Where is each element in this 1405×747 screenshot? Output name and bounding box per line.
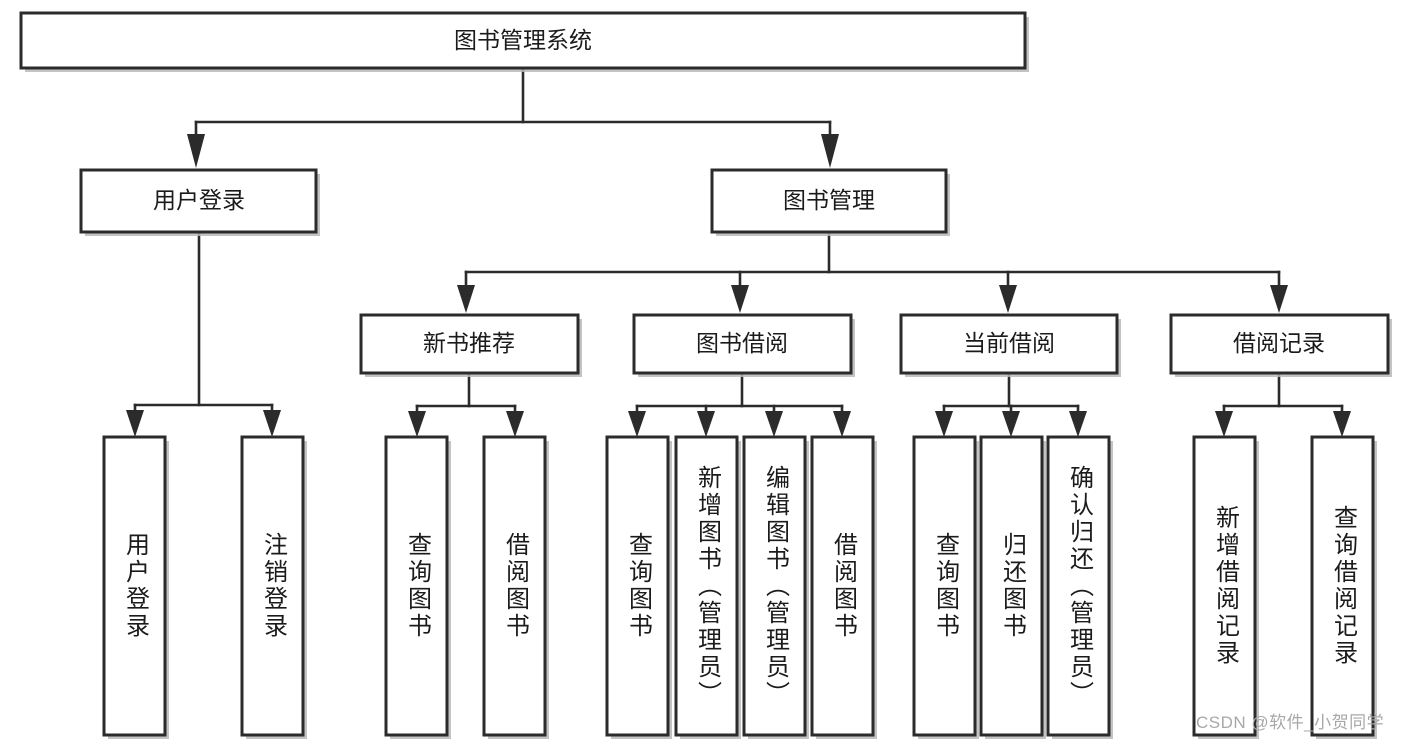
arrow-head-user-login <box>187 134 205 168</box>
arrow-head-book-borrow <box>731 285 749 313</box>
node-root-rect <box>19 11 1027 70</box>
arrow-head-leaf-query-book-cur <box>935 411 953 437</box>
arrow-head-leaf-add-record <box>1215 411 1233 437</box>
connector-group-new-book-rec <box>408 371 524 437</box>
connector-group-root <box>187 66 839 168</box>
leaf-user-login-rect[interactable] <box>102 435 167 737</box>
arrow-head-new-book-rec <box>457 285 475 313</box>
arrow-head-leaf-query-book-rec <box>408 411 426 437</box>
leaf-borrow-book-rect[interactable] <box>810 435 875 737</box>
leaf-confirm-return-rect[interactable] <box>1046 435 1111 737</box>
leaf-add-record-rect[interactable] <box>1192 435 1257 737</box>
node-user-login-rect <box>79 168 318 234</box>
arrow-head-leaf-return-book <box>1002 411 1020 437</box>
arrow-head-leaf-user-login <box>126 410 144 437</box>
node-borrow-record-rect <box>1169 313 1390 375</box>
arrow-head-leaf-confirm-return <box>1069 411 1087 437</box>
connector-group-borrow-record <box>1215 371 1351 437</box>
node-borrow-record[interactable]: 借阅记录 <box>1169 313 1392 377</box>
leaf-query-book-cur-rect[interactable] <box>912 435 977 737</box>
node-user-login-label: 用户登录 <box>153 187 245 213</box>
leaf-logout-rect[interactable] <box>240 435 305 737</box>
arrow-head-leaf-borrow-book-rec <box>506 411 524 437</box>
node-book-borrow-rect <box>632 313 853 375</box>
arrow-head-borrow-record <box>1270 285 1288 313</box>
leaf-add-book-rect[interactable] <box>674 435 739 737</box>
leaf-borrow-book-rec-rect[interactable] <box>482 435 547 737</box>
leaf-edit-book-rect[interactable] <box>742 435 807 737</box>
node-book-borrow[interactable]: 图书借阅 <box>632 313 855 377</box>
arrow-head-leaf-add-book <box>697 411 715 437</box>
leaf-query-book-rect[interactable] <box>605 435 670 737</box>
node-new-book-rec[interactable]: 新书推荐 <box>359 313 582 377</box>
leaf-node-rects <box>102 435 1377 739</box>
connector-group-book-borrow <box>628 371 851 437</box>
node-new-book-rec-label: 新书推荐 <box>423 330 515 356</box>
arrow-head-leaf-logout <box>263 410 281 437</box>
leaf-query-record-rect[interactable] <box>1310 435 1375 737</box>
arrow-head-leaf-query-book <box>628 411 646 437</box>
arrow-head-leaf-query-record <box>1333 411 1351 437</box>
node-current-borrow[interactable]: 当前借阅 <box>899 313 1121 377</box>
node-borrow-record-label: 借阅记录 <box>1233 330 1325 356</box>
connector-group-user-login <box>126 230 281 437</box>
node-book-borrow-label: 图书借阅 <box>696 330 788 356</box>
leaf-query-book-rec-rect[interactable] <box>384 435 449 737</box>
arrow-head-leaf-edit-book <box>765 411 783 437</box>
node-current-borrow-rect <box>899 313 1119 375</box>
connector-group-book-manage <box>457 230 1288 313</box>
node-book-manage-rect <box>710 168 948 234</box>
arrow-head-book-manage <box>821 134 839 168</box>
connector-group-current-borrow <box>935 371 1087 437</box>
node-root-label: 图书管理系统 <box>454 27 592 53</box>
node-current-borrow-label: 当前借阅 <box>963 330 1055 356</box>
leaf-return-book-rect[interactable] <box>979 435 1044 737</box>
node-book-manage[interactable]: 图书管理 <box>710 168 950 236</box>
arrow-head-current-borrow <box>999 285 1017 313</box>
node-book-manage-label: 图书管理 <box>783 187 875 213</box>
node-root[interactable]: 图书管理系统 <box>19 11 1029 72</box>
node-new-book-rec-rect <box>359 313 580 375</box>
csdn-watermark: CSDN @软件_小贺同学 <box>1196 713 1385 732</box>
arrow-head-leaf-borrow-book <box>833 411 851 437</box>
node-user-login[interactable]: 用户登录 <box>79 168 320 236</box>
